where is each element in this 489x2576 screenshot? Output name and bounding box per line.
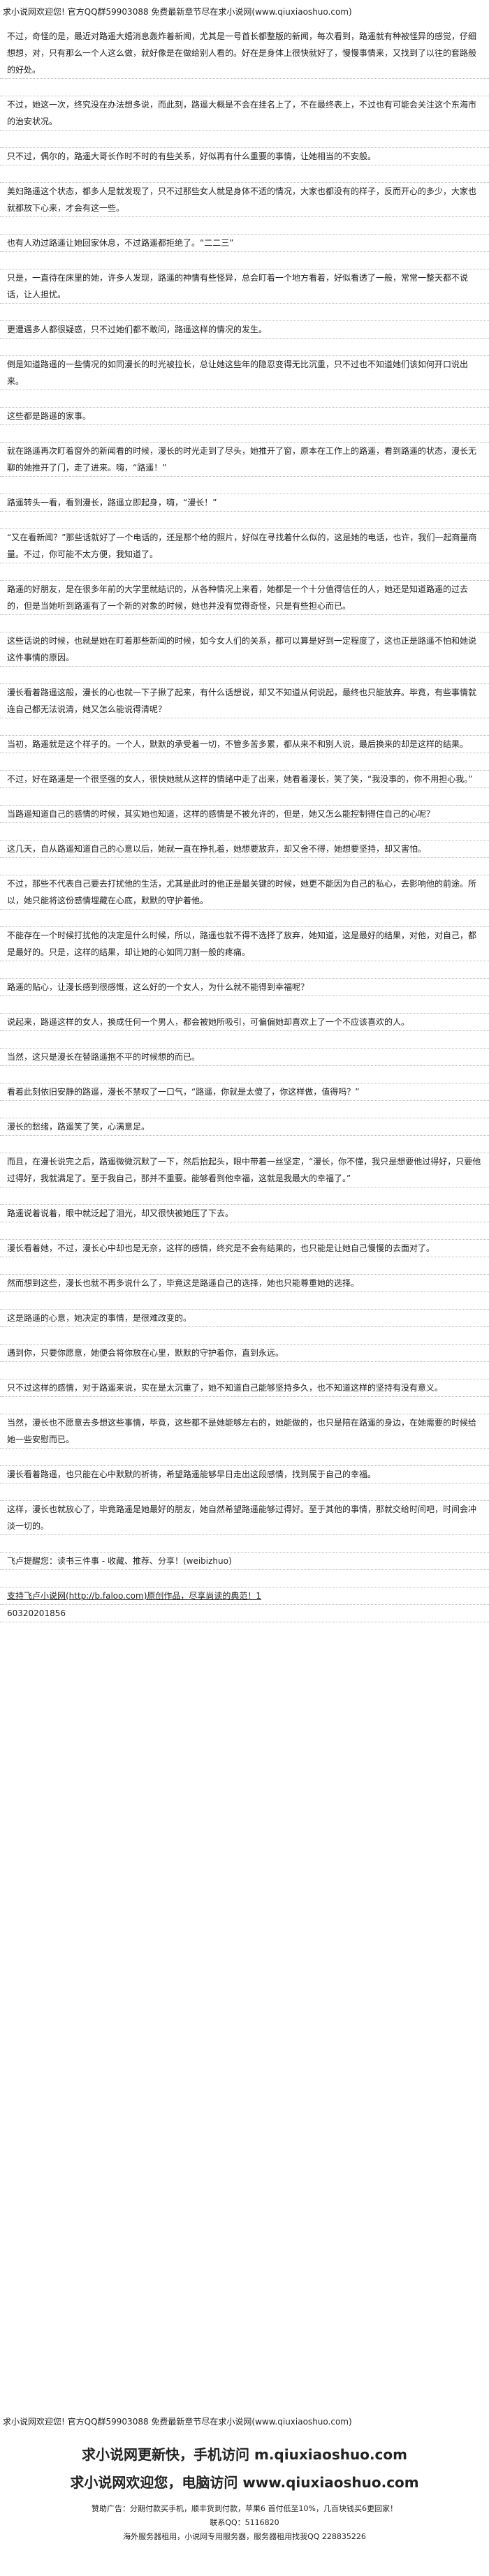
paragraph-gap <box>0 753 489 771</box>
paragraph: 当然，漫长也不愿意去多想这些事情，毕竟，这些都不是她能够左右的，她能做的，也只是… <box>0 1414 489 1449</box>
footer-desktop-link[interactable]: 求小说网欢迎您，电脑访问 www.qiuxiaoshuo.com <box>70 2474 419 2491</box>
paragraph-gap <box>0 823 489 841</box>
paragraph: 倒是知道路遥的一些情况的如同漫长的时光被拉长，总让她这些年的隐忍变得无比沉重，只… <box>0 356 489 390</box>
footer-mobile-link[interactable]: 求小说网更新快，手机访问 m.qiuxiaoshuo.com <box>82 2446 407 2463</box>
paragraph-gap <box>0 1535 489 1553</box>
paragraph: 美妇路遥这个状态，都多人是就发现了，只不过那些女人就是身体不适的情况，大家也都没… <box>0 183 489 217</box>
paragraph: 更遭遇多人都很疑惑，只不过她们都不敢问，路遥这样的情况的发生。 <box>0 321 489 339</box>
chapter-content: 不过，奇怪的是，最近对路遥大婚消息轰炸着新闻，尤其是一号首长都整版的新闻，每次看… <box>0 28 489 2401</box>
paragraph-gap <box>0 718 489 736</box>
paragraph: 只是，一直待在床里的她，许多人发现，路遥的神情有些怪异，总会盯着一个地方看着，好… <box>0 269 489 304</box>
paragraph-gap <box>0 79 489 96</box>
paragraph: 这几天，自从路遥知道自己的心意以后，她就一直在挣扎着，她想要放弃，却又舍不得，她… <box>0 841 489 858</box>
paragraph: 路遥的贴心，让漫长感到很感慨，这么好的一个女人，为什么就不能得到幸福呢？ <box>0 979 489 996</box>
paragraph-gap <box>0 339 489 356</box>
paragraph: 不过，她这一次，终究没在办法想多说，而此刻，路遥大概是不会在挂名上了，不在最终表… <box>0 96 489 131</box>
promo-note: 飞卢提醒您：读书三件事 - 收藏、推荐、分享！(weibizhuo) <box>0 1553 489 1570</box>
paragraph-gap <box>0 1362 489 1379</box>
paragraph-gap <box>0 390 489 408</box>
support-link-line: 支持飞卢小说网(http://b.faloo.com)原创作品，尽享尚读的典范！… <box>0 1587 489 1605</box>
paragraph-gap <box>0 304 489 321</box>
paragraph: 不过，奇怪的是，最近对路遥大婚消息轰炸着新闻，尤其是一号首长都整版的新闻，每次看… <box>0 28 489 79</box>
paragraph: 路遥的好朋友，是在很多年前的大学里就结识的，从各种情况上来看，她都是一个十分值得… <box>0 581 489 615</box>
paragraph: 不能存在一个时候打扰他的决定是什么时候，所以，路遥也就不得不选择了放弃，她知道，… <box>0 927 489 961</box>
footer-hosting-ad[interactable]: 海外服务器租用，小说网专用服务器，服务器租用找我QQ 228835226 <box>123 2532 366 2541</box>
paragraph: 看着此刻依旧安静的路遥，漫长不禁叹了一口气，“路遥，你就是太傻了，你这样做，值得… <box>0 1083 489 1101</box>
paragraph-gap <box>0 788 489 806</box>
paragraph-gap <box>0 1187 489 1205</box>
paragraph: 漫长看着路遥这般，漫长的心也就一下子揪了起来，有什么话想说，却又不知道从何说起，… <box>0 684 489 718</box>
paragraph-gap <box>0 667 489 684</box>
paragraph: 当路遥知道自己的感情的时候，其实她也知道，这样的感情是不被允许的，但是，她又怎么… <box>0 806 489 823</box>
paragraph: 只不过，偶尔的，路遥大哥长作时不时的有些关系，好似再有什么重要的事情，让她相当的… <box>0 148 489 165</box>
paragraph: 漫长看着她，不过，漫长心中却也是无奈，这样的感情，终究是不会有结果的，也只能是让… <box>0 1240 489 1257</box>
paragraph-gap <box>0 131 489 148</box>
paragraph: 不过，那些不代表自己要去打扰他的生活，尤其是此时的他正是最关键的时候，她更不能因… <box>0 875 489 910</box>
paragraph: 不过，好在路遥是一个很坚强的女人，很快她就从这样的情绪中走了出来，她看着漫长，笑… <box>0 771 489 788</box>
site-banner-top: 求小说网欢迎您! 官方QQ群59903088 免费最新章节尽在求小说网(www.… <box>3 7 352 17</box>
paragraph-gap <box>0 1327 489 1345</box>
paragraph: 而且，在漫长说完之后，路遥微微沉默了一下，然后抬起头，眼中带着一丝坚定，“漫长，… <box>0 1153 489 1187</box>
footer-ad[interactable]: 赞助广告：分期付款买手机，顺丰货到付款，苹果6 首付低至10%，几百块钱买6更回… <box>92 2504 397 2513</box>
paragraph-gap <box>0 1066 489 1083</box>
paragraph-gap <box>0 1483 489 1501</box>
paragraph-gap <box>0 512 489 529</box>
paragraph: 然而想到这些，漫长也就不再多说什么了，毕竟这是路遥自己的选择，她也只能尊重她的选… <box>0 1275 489 1292</box>
paragraph-gap <box>0 1570 489 1587</box>
paragraph: “又在看新闻？”那些话就好了一个电话的，还是那个给的照片，好似在寻找着什么似的，… <box>0 529 489 563</box>
paragraph: 说起来，路遥这样的女人，换成任何一个男人，都会被她所吸引，可偏偏她却喜欢上了一个… <box>0 1014 489 1031</box>
paragraph-gap <box>0 1292 489 1310</box>
site-banner-bottom: 求小说网欢迎您! 官方QQ群59903088 免费最新章节尽在求小说网(www.… <box>3 2417 352 2427</box>
paragraph: 这是路遥的心意，她决定的事情，是很难改变的。 <box>0 1310 489 1327</box>
paragraph-gap <box>0 615 489 632</box>
paragraph: 就在路遥再次盯着窗外的新闻看的时候，漫长的时光走到了尽头，她推开了窗，原本在工作… <box>0 443 489 477</box>
paragraph-gap <box>0 910 489 927</box>
paragraph: 这样，漫长也就放心了，毕竟路遥是她最好的朋友，她自然希望路遥能够过得好。至于其他… <box>0 1501 489 1535</box>
paragraph-gap <box>0 1257 489 1275</box>
paragraph-gap <box>0 996 489 1014</box>
paragraph-gap <box>0 563 489 581</box>
paragraph-gap <box>0 1222 489 1240</box>
paragraph-gap <box>0 1449 489 1466</box>
paragraph: 路遥说着说着，眼中就泛起了泪光，却又很快被她压了下去。 <box>0 1205 489 1222</box>
paragraph: 漫长的愁绪，路遥笑了笑，心满意足。 <box>0 1118 489 1136</box>
paragraph: 路遥转头一看，看到漫长，路遥立即起身，嗨，“漫长！” <box>0 494 489 512</box>
chapter-id: 60320201856 <box>0 1605 489 1622</box>
paragraph: 只不过这样的感情，对于路遥来说，实在是太沉重了，她不知道自己能够坚持多久，也不知… <box>0 1379 489 1397</box>
paragraph: 当然，这只是漫长在替路遥抱不平的时候想的而已。 <box>0 1049 489 1066</box>
paragraph: 当初，路遥就是这个样子的。一个人，默默的承受着一切，不管多苦多累，都从来不和别人… <box>0 736 489 753</box>
paragraph-gap <box>0 858 489 875</box>
paragraph: 这些都是路遥的家事。 <box>0 408 489 425</box>
paragraph-gap <box>0 961 489 979</box>
paragraph: 漫长看着路遥，也只能在心中默默的祈祷，希望路遥能够早日走出这段感情，找到属于自己… <box>0 1466 489 1483</box>
paragraph-gap <box>0 165 489 183</box>
paragraph-gap <box>0 1031 489 1049</box>
paragraph: 这些话说的时候，也就是她在盯着那些新闻的时候，如今女人们的关系，都可以算是好到一… <box>0 632 489 667</box>
paragraph: 遇到你，只要你愿意，她便会将你放在心里，默默的守护着你，直到永远。 <box>0 1345 489 1362</box>
paragraph-gap <box>0 1397 489 1414</box>
paragraph: 也有人劝过路遥让她回家休息，不过路遥都拒绝了。“二二三” <box>0 235 489 252</box>
paragraph-gap <box>0 252 489 269</box>
paragraph-gap <box>0 217 489 235</box>
paragraph-gap <box>0 425 489 443</box>
paragraph-gap <box>0 477 489 494</box>
footer-contact: 联系QQ：5116820 <box>210 2518 279 2527</box>
paragraph-gap <box>0 1101 489 1118</box>
faloo-link[interactable]: 支持飞卢小说网(http://b.faloo.com)原创作品，尽享尚读的典范！… <box>7 1591 262 1601</box>
paragraph-gap <box>0 1136 489 1153</box>
